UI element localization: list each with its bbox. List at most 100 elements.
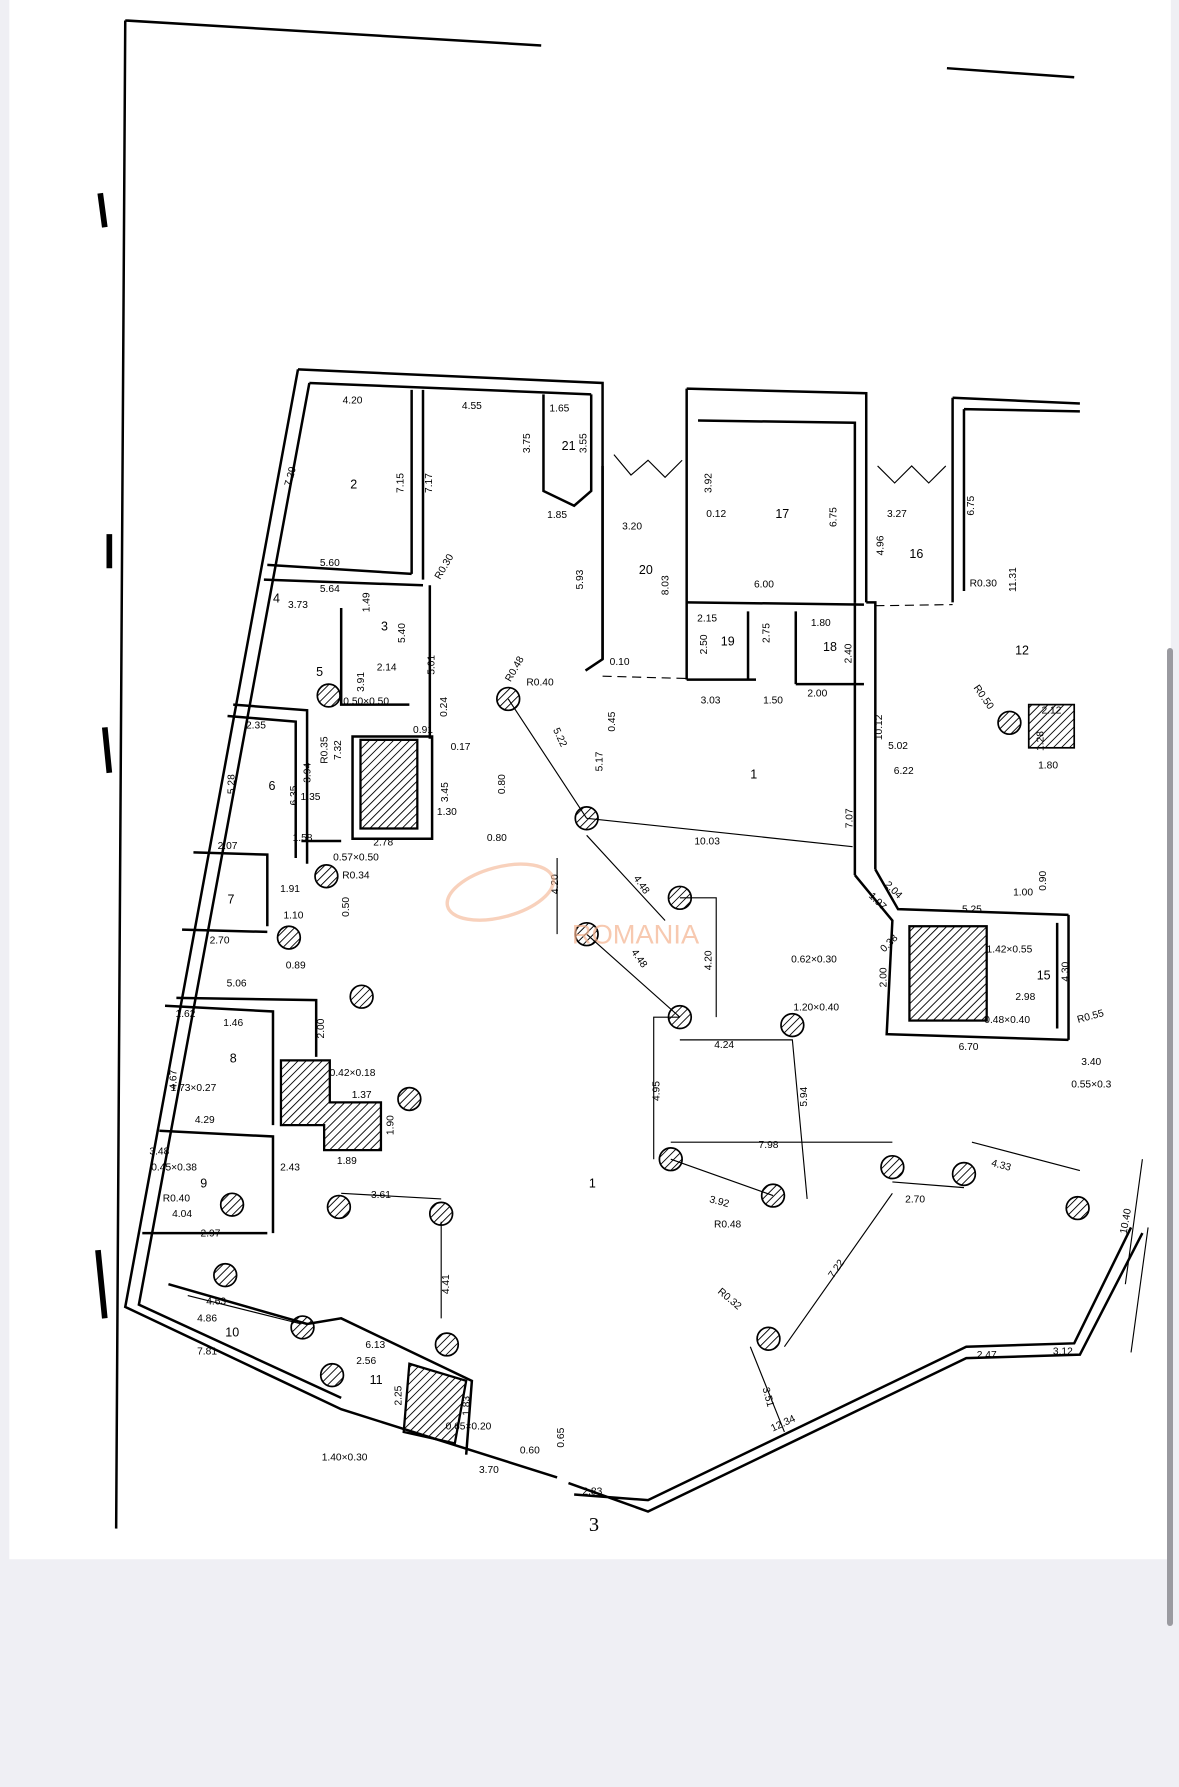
- page-number: 3: [589, 1514, 599, 1536]
- dimension-label: 0.48×0.40: [984, 1015, 1030, 1026]
- dimension-label: 4.20: [550, 874, 561, 894]
- room-number: 3: [381, 620, 388, 634]
- dimension-label: 4.33: [990, 1158, 1012, 1174]
- dimension-label: 7.07: [845, 808, 856, 828]
- dimension-label: 1.37: [352, 1090, 372, 1101]
- column-icon: [951, 1161, 977, 1187]
- dimension-label: 1.91: [280, 884, 300, 895]
- column-icon: [213, 1262, 238, 1288]
- dimension-label: 0.17: [451, 742, 471, 753]
- dimension-label: 0.45: [607, 711, 618, 731]
- dimension-label: 4.29: [195, 1115, 215, 1126]
- room-number: 1: [750, 767, 757, 781]
- dimension-label: 2.98: [1015, 992, 1035, 1003]
- dimension-label: 0.12: [706, 509, 726, 520]
- watermark-logo: [445, 862, 556, 922]
- dimension-label: 1.46: [223, 1018, 243, 1029]
- dimension-label: 8.03: [660, 575, 671, 595]
- dimension-label: 1.83: [462, 1396, 473, 1416]
- dimension-label: 1.89: [337, 1156, 357, 1167]
- dimension-label: 3.20: [622, 522, 642, 533]
- dimension-label: 4.04: [172, 1209, 192, 1220]
- dimension-label: 4.86: [197, 1314, 217, 1325]
- dimension-label: 3.75: [522, 433, 533, 453]
- dimension-label: 1.35: [301, 792, 321, 803]
- dimension-label: 0.65×0.20: [446, 1422, 492, 1433]
- dimension-label: R0.35: [320, 736, 331, 764]
- dimension-label: 2.56: [356, 1356, 376, 1367]
- dimension-label: 3.55: [579, 433, 590, 453]
- scan-border: [114, 19, 1075, 1529]
- dimension-label: 5.01: [426, 655, 437, 675]
- dimension-label: 4.96: [875, 535, 886, 555]
- dimension-label: R0.30: [970, 578, 998, 589]
- dimension-label: 4.20: [343, 395, 363, 406]
- dimension-label: 5.40: [397, 623, 408, 643]
- column-icon: [880, 1154, 905, 1180]
- dimension-label: 2.25: [393, 1385, 404, 1405]
- dimension-label: 0.10: [610, 657, 630, 668]
- dimension-label: 1.62: [176, 1009, 196, 1020]
- dimension-label: 5.64: [320, 584, 340, 595]
- dimension-label: 0.80: [497, 774, 508, 794]
- dimension-label: 5.94: [799, 1086, 810, 1106]
- room-number: 21: [562, 439, 576, 453]
- dimension-label: 4.95: [651, 1081, 662, 1101]
- dimension-label: 0.50×0.50: [343, 697, 389, 708]
- dimension-label: 3.91: [356, 672, 367, 692]
- dimension-label: 6.22: [894, 766, 914, 777]
- dimension-label: 7.98: [759, 1140, 779, 1151]
- room-number: 11: [370, 1373, 383, 1387]
- dimension-label: 5.02: [888, 741, 908, 752]
- dimension-label: 2.14: [377, 663, 397, 674]
- dimension-label: 0.80: [487, 833, 507, 844]
- dimension-label: 0.90: [1038, 871, 1049, 891]
- column-icon: [276, 925, 302, 950]
- dimension-label: 1.28: [1036, 731, 1047, 751]
- dimension-label: R0.40: [163, 1193, 191, 1204]
- dimension-label: 2.83: [582, 1486, 602, 1497]
- dimension-label: R0.40: [526, 677, 554, 688]
- dimension-label: 1.30: [437, 807, 457, 818]
- dimension-label: 4.67: [168, 1069, 179, 1089]
- room-number: 20: [639, 563, 653, 577]
- dimension-label: 1.50: [763, 695, 783, 706]
- dimension-label: 2.50: [699, 634, 710, 654]
- dimension-label: 5.06: [227, 978, 247, 989]
- dimension-label: 5.93: [575, 569, 586, 589]
- dimension-label: 6.13: [365, 1340, 385, 1351]
- dimension-label: 2.15: [697, 614, 717, 625]
- dimension-label: 3.61: [371, 1190, 391, 1201]
- hatched-stair-block: [279, 1059, 383, 1152]
- room-number: 12: [1015, 644, 1029, 658]
- dimension-label: 3.92: [704, 473, 715, 493]
- hatched-shaft: [402, 1362, 468, 1445]
- room-labels: 1 1 2 3 4 5 6 7 8 9 10 11 12 15 16 17 18…: [200, 439, 1050, 1387]
- dimension-label: 1.20×0.40: [793, 1002, 839, 1013]
- dimension-label: 10.12: [874, 714, 885, 740]
- column-icon: [349, 984, 374, 1009]
- hatched-shaft: [359, 738, 419, 830]
- dimension-label: 2.78: [373, 838, 393, 849]
- column-icon: [1065, 1195, 1090, 1221]
- dimension-label: 0.91: [413, 725, 433, 736]
- vertical-scrollbar[interactable]: [1167, 648, 1173, 1626]
- dimension-label: 5.25: [962, 905, 982, 916]
- dimension-label: 6.70: [959, 1042, 979, 1053]
- dimension-label: 2.07: [218, 841, 238, 852]
- dimension-label: 0.65: [556, 1427, 567, 1447]
- dimension-label: 3.03: [701, 695, 721, 706]
- dimension-label: 0.55×0.3: [1071, 1080, 1111, 1091]
- dimension-label: 2.00: [879, 967, 890, 987]
- room-number: 6: [268, 779, 275, 793]
- dimension-label: 2.00: [807, 689, 827, 700]
- room-number: 5: [316, 665, 323, 679]
- room-number: 10: [225, 1325, 239, 1339]
- room-number: 4: [273, 591, 280, 605]
- dimension-label: 2.47: [977, 1350, 997, 1361]
- room-number: 2: [350, 478, 357, 492]
- dimension-label: 1.00: [1013, 888, 1033, 899]
- dimension-label: 2.40: [843, 643, 854, 663]
